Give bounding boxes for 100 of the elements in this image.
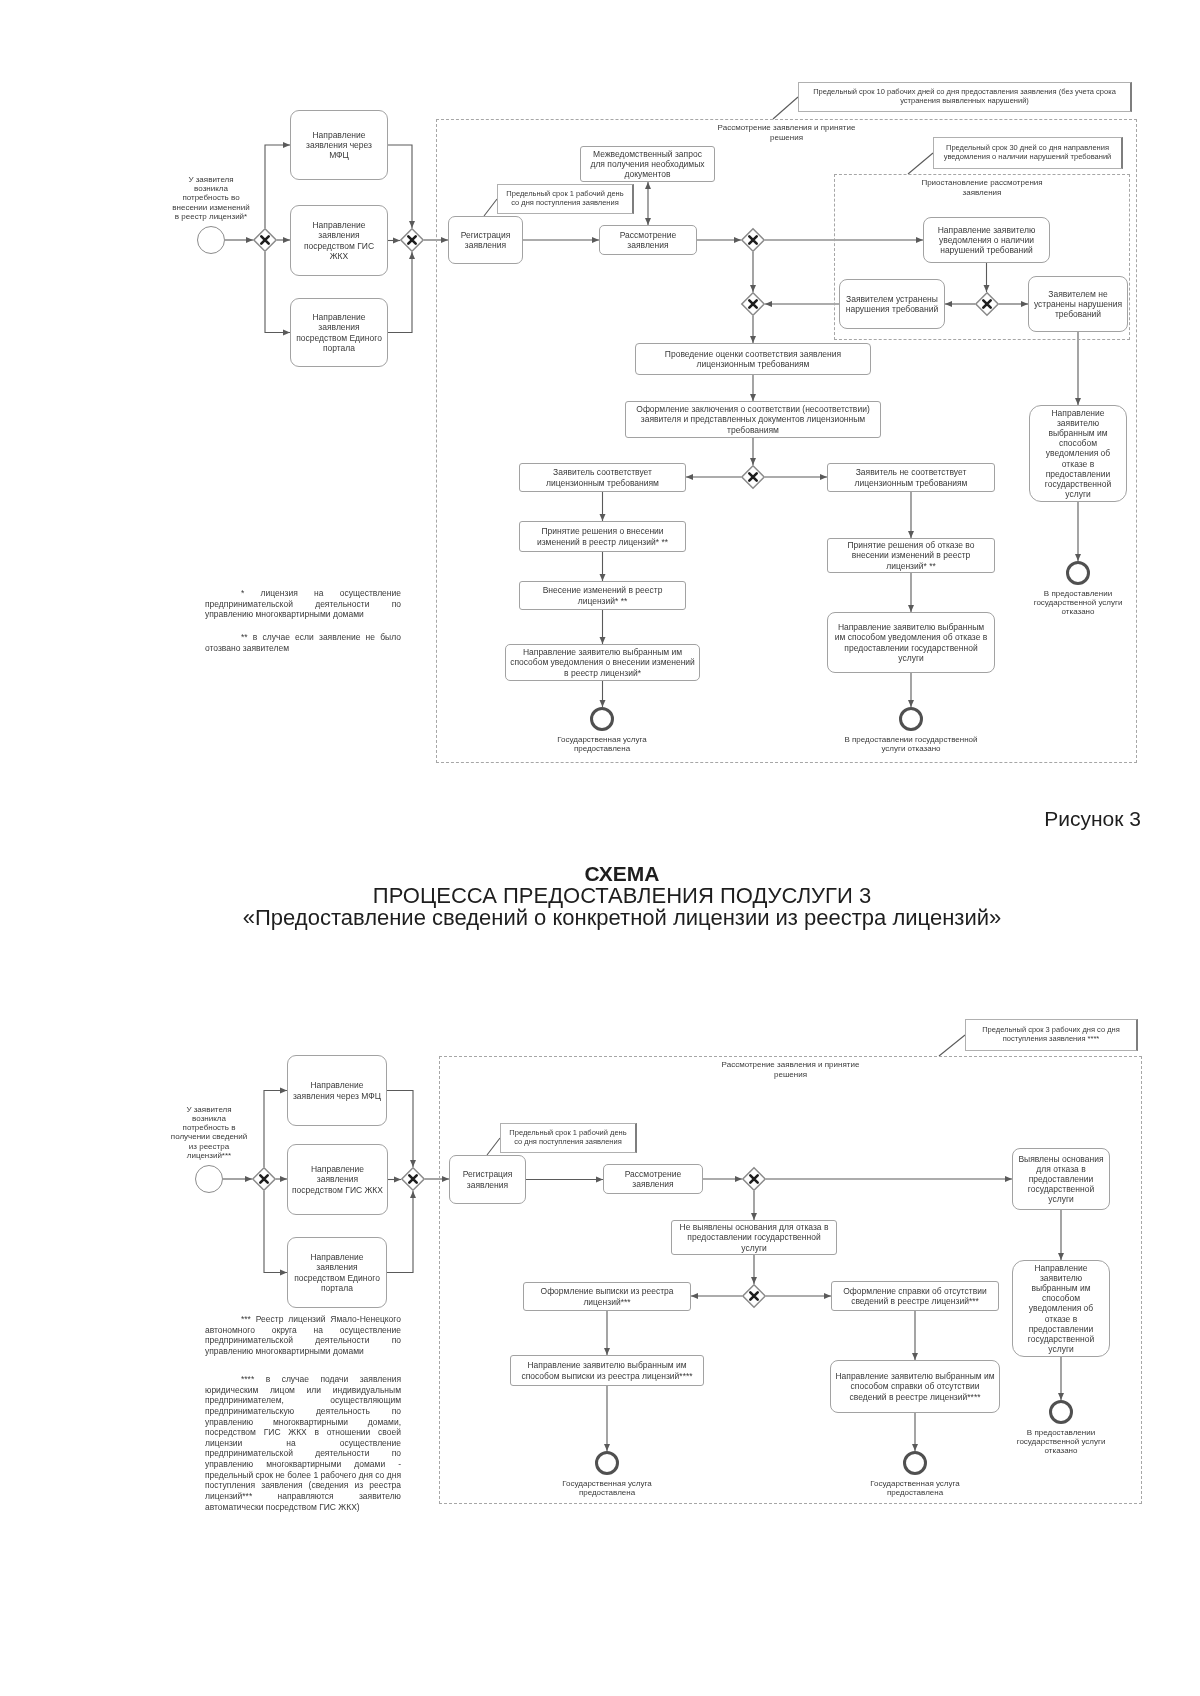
process-box: Межведомственный запрос для получения необходимых документов <box>580 146 715 182</box>
gateway-diamond <box>253 228 277 252</box>
process-box: Выявлены основания для отказа в предоставлении государственной услуги <box>1012 1148 1110 1210</box>
flow-arrow <box>764 474 828 480</box>
flow-arrow <box>764 301 840 307</box>
flow-arrow <box>263 1087 288 1168</box>
flow-arrow <box>387 237 401 244</box>
process-box: Направление заявителю выбранным им способом уведомления об отказе в предоставлении государственной услуги <box>827 612 995 673</box>
association-line <box>938 1034 966 1057</box>
flow-arrow <box>645 181 651 226</box>
process-box: Проведение оценки соответствия заявления лицензионным требованиям <box>635 343 871 375</box>
flow-arrow <box>751 1190 757 1221</box>
flow-arrow <box>263 1190 288 1276</box>
footnote: * лицензия на осуществление предпринимательской деятельности по управлению многоквартирными домами <box>205 588 401 620</box>
process-box: Оформление справки об отсутствии сведений в реестре лицензий*** <box>831 1281 999 1311</box>
gateway-diamond <box>401 1167 425 1191</box>
flow-arrow <box>998 301 1029 307</box>
flow-arrow <box>222 1176 253 1182</box>
process-box: Направление заявления посредством Единого портала <box>290 298 388 367</box>
flow-arrow <box>1058 1209 1064 1261</box>
process-box: Заявитель не соответствует лицензионным требованиям <box>827 463 995 492</box>
process-box: Направление заявления посредством ГИС ЖКХ <box>290 205 388 276</box>
event-label: В предоставлении государственной услуги отказано <box>1032 589 1124 617</box>
gateway-diamond <box>741 228 765 252</box>
flow-arrow <box>983 262 990 293</box>
footnote: ** в случае если заявление не было отозвано заявителем <box>205 632 401 654</box>
process-box: Направление заявителю выбранным им способом уведомления об отказе в предоставлении государственной услуги <box>1012 1260 1110 1357</box>
start-event-circle <box>195 1165 223 1193</box>
flow-arrow <box>224 237 254 243</box>
flow-arrow <box>604 1385 610 1452</box>
association-line <box>483 198 498 217</box>
flow-arrow <box>599 680 606 708</box>
flow-arrow <box>387 251 415 334</box>
flow-arrow <box>751 1254 757 1285</box>
flow-arrow <box>702 1176 743 1182</box>
event-label: У заявителя возникла потребность во внесении изменений в реестр лицензий* <box>172 175 250 221</box>
group-title: Рассмотрение заявления и принятие решения <box>716 123 857 143</box>
schema-title: СХЕМА <box>584 863 660 884</box>
flow-arrow <box>1075 331 1081 406</box>
flow-arrow <box>750 437 756 466</box>
process-box: Рассмотрение заявления <box>603 1164 703 1194</box>
process-box: Направление заявления через МФЦ <box>290 110 388 180</box>
flow-arrow <box>908 491 914 539</box>
flow-arrow <box>912 1412 918 1452</box>
flow-arrow <box>944 301 976 307</box>
footnote: **** в случае подачи заявления юридическим лицом или индивидуальным предпринимателем, осуществляющим предпринимательскую деятельность по управлению многоквартирными домами, посредством ГИС ЖКХ в отношении своей лицензии на осуществление предпринимательской деятельности по управлению многоквартирными домами - предельный срок не более 1 рабочего дня со дня поступления заявления (сведения из реестра лицензий*** направляются заявителю автоматически посредством ГИС ЖКХ) <box>205 1374 401 1513</box>
flow-arrow <box>764 237 924 243</box>
schema-subtitle: «Предоставление сведений о конкретной лицензии из реестра лицензий» <box>242 907 1002 929</box>
group-title: Рассмотрение заявления и принятие решения <box>720 1060 861 1080</box>
flow-arrow <box>387 144 415 229</box>
flow-arrow <box>424 1176 450 1182</box>
flow-arrow <box>423 237 449 243</box>
flow-arrow <box>386 1190 416 1274</box>
flow-arrow <box>386 1089 416 1168</box>
process-box: Принятие решения о внесении изменений в реестр лицензий* ** <box>519 521 686 552</box>
event-label: Государственная услуга предоставлена <box>869 1479 961 1498</box>
gateway-diamond <box>975 292 999 316</box>
association-line <box>772 96 799 120</box>
process-box: Внесение изменений в реестр лицензий* ** <box>519 581 686 610</box>
end-event-circle <box>903 1451 927 1475</box>
process-group-frame <box>436 119 1137 763</box>
gateway-diamond <box>742 1167 766 1191</box>
process-box: Не выявлены основания для отказа в предоставлении государственной услуги <box>671 1220 837 1255</box>
flow-arrow <box>750 315 756 344</box>
flow-arrow <box>276 237 291 243</box>
flow-arrow <box>264 251 291 336</box>
end-event-circle <box>590 707 614 731</box>
association-line <box>907 152 934 175</box>
end-event-circle <box>595 1451 619 1475</box>
process-box: Заявитель соответствует лицензионным требованиям <box>519 463 686 492</box>
flow-arrow <box>264 142 291 229</box>
flow-arrow <box>912 1310 918 1361</box>
process-box: Направление заявления посредством ГИС ЖКХ <box>287 1144 388 1215</box>
process-box: Направление заявления посредством Единого портала <box>287 1237 387 1308</box>
process-box: Направление заявителю выбранным им способом выписки из реестра лицензий**** <box>510 1355 704 1386</box>
process-box: Оформление заключения о соответствии (несоответствии) заявителя и представленных документов лицензионным требованиям <box>625 401 881 438</box>
flow-arrow <box>599 491 606 522</box>
flow-arrow <box>750 251 756 293</box>
process-box: Направление заявителю уведомления о наличии нарушений требований <box>923 217 1050 263</box>
flow-arrow <box>599 609 606 645</box>
process-group-frame <box>834 174 1130 340</box>
process-group-frame <box>439 1056 1142 1504</box>
process-box: Направление заявителю выбранным им способом уведомления об отказе в предоставлении государственной услуги <box>1029 405 1127 502</box>
association-line <box>486 1137 501 1156</box>
gateway-diamond <box>400 228 424 252</box>
process-box: Направление заявления через МФЦ <box>287 1055 387 1126</box>
process-box: Принятие решения об отказе во внесении изменений в реестр лицензий* ** <box>827 538 995 573</box>
flow-arrow <box>908 572 914 613</box>
event-label: Государственная услуга предоставлена <box>561 1479 653 1498</box>
group-title: Приостановление рассмотрения заявления <box>920 178 1044 198</box>
flow-arrow <box>604 1310 610 1356</box>
flow-arrow <box>696 237 742 243</box>
end-event-circle <box>899 707 923 731</box>
process-box: Регистрация заявления <box>448 216 523 264</box>
flow-arrow <box>1075 501 1081 562</box>
process-box: Направление заявителю выбранным им способом уведомления о внесении изменений в реестр лицензий* <box>505 644 700 681</box>
flow-arrow <box>599 551 606 582</box>
gateway-diamond <box>741 292 765 316</box>
process-box: Оформление выписки из реестра лицензий*** <box>523 1282 691 1311</box>
flow-arrow <box>685 474 742 480</box>
